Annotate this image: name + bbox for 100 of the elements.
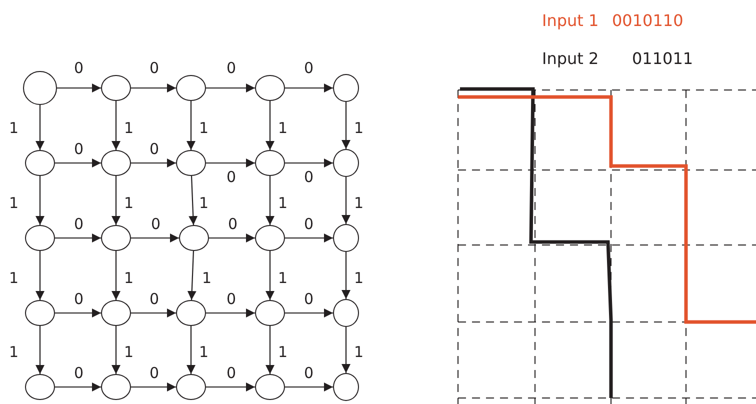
arrow — [266, 326, 274, 374]
arrow — [112, 176, 120, 225]
bit-sequence: 0010110 — [612, 12, 684, 30]
edge-label: 1 — [198, 194, 210, 210]
state-circle — [176, 300, 206, 326]
state-circle — [25, 150, 55, 176]
arrow — [36, 251, 44, 300]
edge-label: 1 — [198, 120, 210, 136]
arrow — [131, 234, 179, 242]
edge-label: 1 — [277, 194, 289, 210]
arrow — [55, 158, 101, 168]
edge-label: 0 — [303, 60, 315, 76]
edge-label: 0 — [226, 291, 238, 307]
arrow — [206, 84, 255, 92]
input-label: Input 2 — [542, 50, 599, 68]
arrow — [131, 158, 176, 168]
state-circle — [255, 75, 285, 101]
state-circle — [25, 300, 55, 326]
state-circle — [255, 150, 285, 176]
state-circle — [101, 150, 131, 176]
edge-label: 1 — [353, 120, 365, 136]
arrow — [55, 308, 101, 318]
state-circle — [333, 74, 359, 102]
edge-label: 1 — [8, 344, 20, 360]
state-circle — [333, 224, 359, 252]
arrow — [57, 84, 101, 92]
state-circle — [176, 374, 206, 400]
state-circle — [101, 300, 131, 326]
state-circle — [333, 299, 359, 327]
state-circle — [23, 71, 57, 105]
arrow — [112, 326, 120, 374]
edge-label: 1 — [8, 194, 20, 210]
arrow — [285, 158, 333, 168]
edge-label: 0 — [73, 291, 85, 307]
edge-label: 1 — [353, 344, 365, 360]
arrow — [188, 176, 198, 226]
edge-label: 0 — [73, 216, 85, 232]
edge-label: 1 — [123, 344, 135, 360]
arrow — [285, 234, 333, 242]
state-circle — [101, 374, 131, 400]
bit-sequence: 011011 — [632, 50, 694, 68]
arrow — [285, 308, 333, 318]
input-label: Input 1 — [542, 12, 599, 30]
edge-label: 0 — [227, 216, 239, 232]
arrow — [186, 326, 196, 374]
edge-label: 1 — [8, 270, 20, 286]
edge-label: 1 — [198, 344, 210, 360]
edge-label: 0 — [148, 60, 160, 76]
state-circle — [101, 75, 131, 101]
edge-label: 0 — [303, 169, 315, 185]
edge-label: 1 — [123, 270, 135, 286]
arrow — [266, 251, 274, 300]
edge-label: 0 — [73, 60, 85, 76]
state-circle — [176, 75, 206, 101]
edge-label: 1 — [8, 120, 20, 136]
arrow — [36, 176, 44, 225]
arrow — [206, 308, 255, 318]
arrow — [285, 382, 333, 392]
arrow — [112, 101, 120, 150]
state-circle — [333, 373, 359, 401]
arrow — [209, 234, 255, 242]
arrow — [36, 105, 44, 150]
arrow — [131, 84, 176, 92]
edge-label: 0 — [303, 216, 315, 232]
edge-label: 1 — [123, 120, 135, 136]
state-circle — [255, 374, 285, 400]
arrow — [186, 101, 196, 150]
state-circle — [176, 150, 206, 176]
state-circle — [101, 225, 131, 251]
edge-label: 0 — [226, 365, 238, 381]
arrow — [342, 102, 350, 149]
edge-label: 0 — [303, 365, 315, 381]
arrow — [112, 251, 120, 300]
state-circle — [25, 225, 55, 251]
arrow — [36, 326, 44, 374]
edge-label: 0 — [73, 141, 85, 157]
edge-label: 0 — [226, 169, 238, 185]
state-circle — [333, 149, 359, 177]
edge-label: 1 — [123, 194, 135, 210]
edge-label: 1 — [201, 270, 213, 286]
arrow — [342, 252, 350, 299]
edge-label: 0 — [303, 291, 315, 307]
edge-label: 0 — [148, 141, 160, 157]
edge-label: 0 — [148, 365, 160, 381]
edge-label: 1 — [353, 194, 365, 210]
edge-label: 0 — [150, 216, 162, 232]
state-circle — [255, 225, 285, 251]
arrow — [342, 177, 350, 224]
arrow — [55, 234, 101, 242]
edge-label: 1 — [277, 344, 289, 360]
arrow — [206, 158, 255, 168]
edge-label: 1 — [277, 270, 289, 286]
state-circle — [255, 300, 285, 326]
edge-label: 0 — [148, 291, 160, 307]
arrow — [206, 382, 255, 392]
state-circle — [25, 374, 55, 400]
arrow — [266, 101, 274, 150]
edge-label: 1 — [353, 270, 365, 286]
arrow — [131, 382, 176, 392]
edge-label: 0 — [73, 365, 85, 381]
